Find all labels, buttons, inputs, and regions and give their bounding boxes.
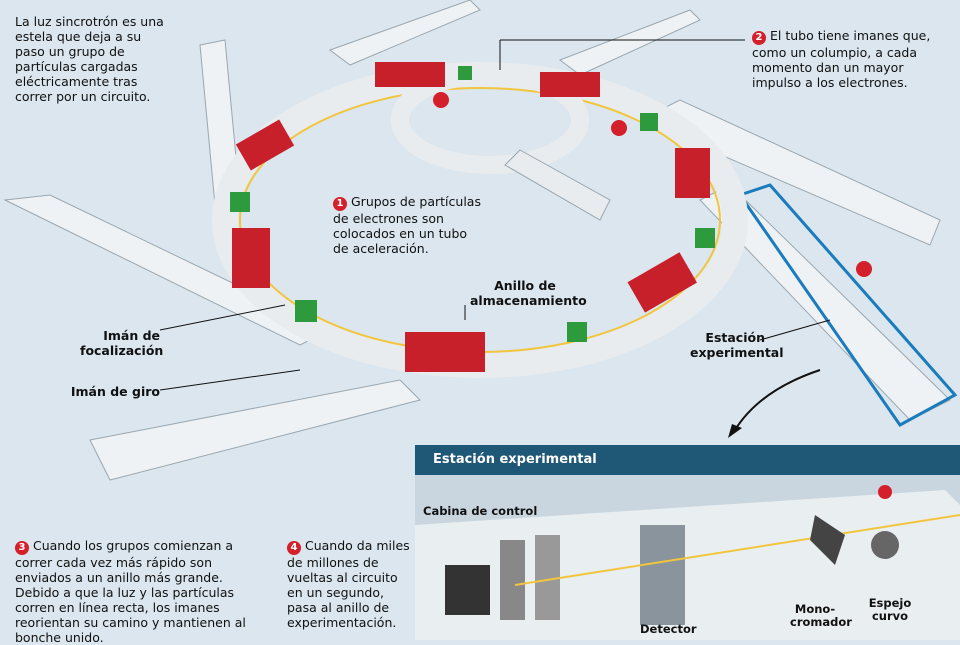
booster-ring <box>391 66 589 174</box>
bending-magnet-label: Imán de giro <box>70 384 160 399</box>
green-magnets <box>230 66 715 342</box>
detector-label: Detector <box>640 622 697 636</box>
experimental-station-label: Estación experimental <box>690 330 784 360</box>
monochromator-label: Mono-cromador <box>790 602 852 629</box>
storage-ring-label: Anillo de almacenamiento <box>470 278 587 308</box>
curved-mirror-label: Espejo curvo <box>868 596 912 623</box>
intro-text: La luz sincrotrón es una estela que deja… <box>15 14 164 104</box>
panel-title: Estación experimental <box>415 445 960 475</box>
control-cabin-label: Cabina de control <box>423 504 538 518</box>
station-illustration <box>415 485 960 640</box>
focusing-magnet-label: Imán de focalización <box>80 328 164 358</box>
red-magnets <box>232 62 710 372</box>
beamlines <box>3 0 951 481</box>
experimental-station-panel: Estación experimental Cabina de control … <box>415 445 960 640</box>
